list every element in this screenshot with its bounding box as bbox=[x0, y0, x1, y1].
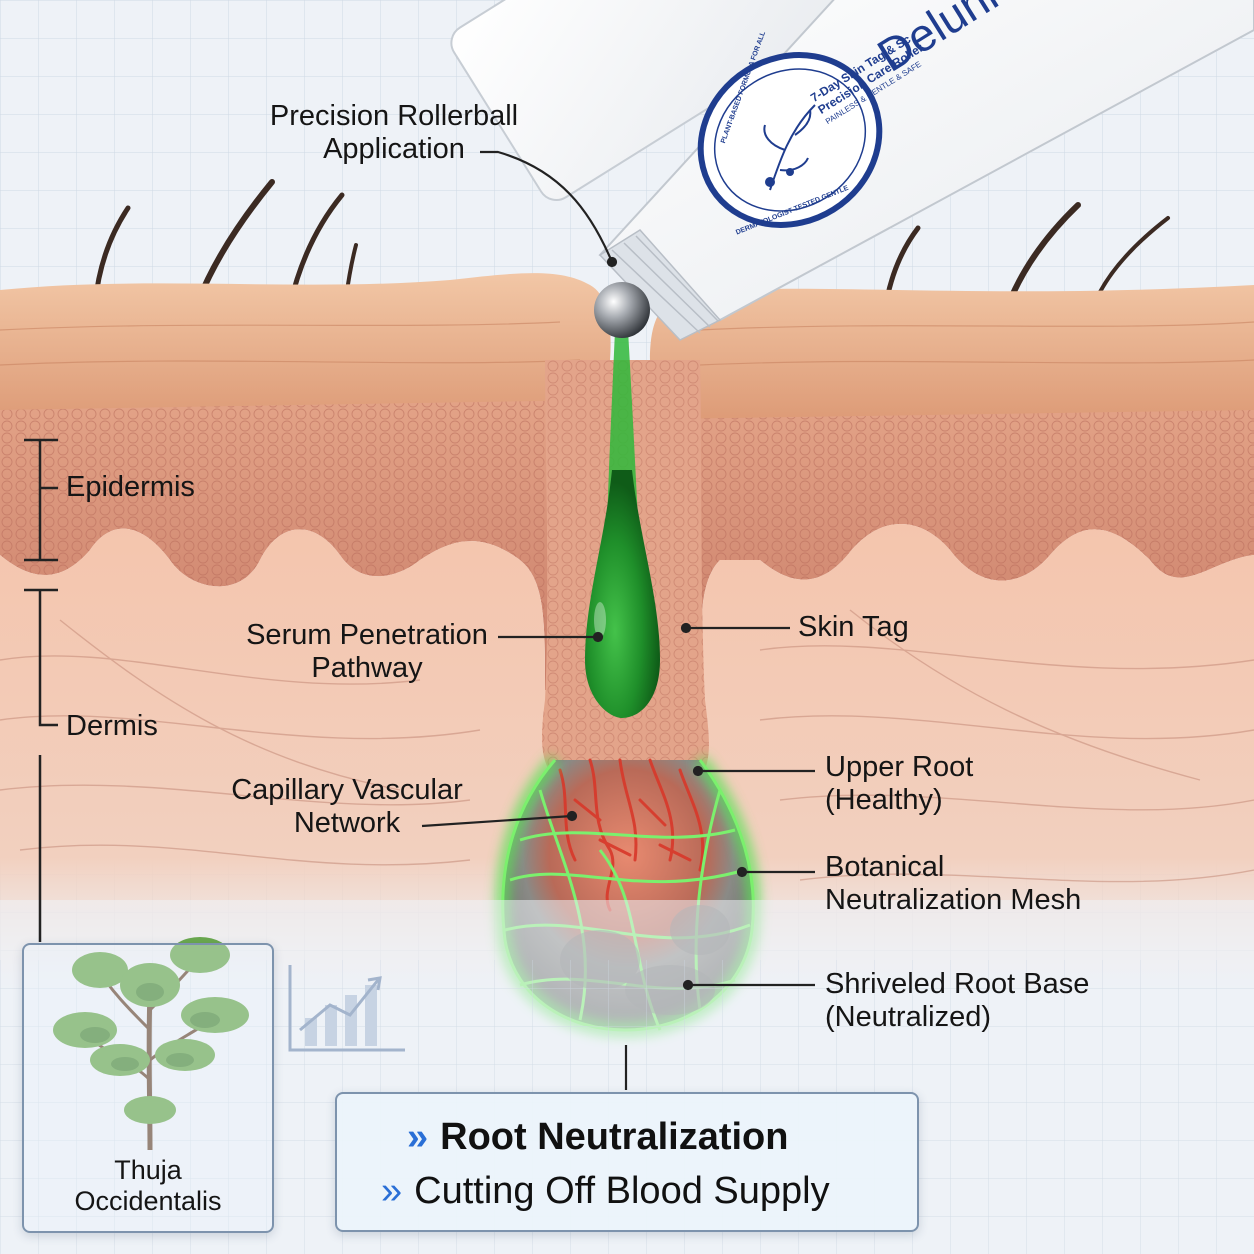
capillary-vessels bbox=[558, 758, 705, 912]
mechanism-banner: » Root Neutralization » Cutting Off Blood … bbox=[335, 1092, 919, 1232]
banner-bullet-2: » bbox=[381, 1170, 403, 1212]
label-rollerball-line1: Precision Rollerball bbox=[269, 100, 519, 132]
label-rollerball-line2: Application bbox=[323, 133, 465, 165]
growth-chart-icon bbox=[288, 965, 405, 1052]
stratum-corneum bbox=[0, 273, 1254, 420]
label-capillary: Capillary Vascular Network bbox=[222, 774, 472, 840]
banner-bullet-1: » bbox=[407, 1116, 429, 1158]
plant-name-line2: Occidentalis bbox=[74, 1186, 222, 1216]
label-serum-line2: Pathway bbox=[311, 652, 423, 684]
label-capillary-line2: Network bbox=[293, 807, 401, 839]
label-mesh-line2: Neutralization Mesh bbox=[825, 884, 1082, 916]
label-mesh-line1: Botanical bbox=[825, 851, 945, 883]
label-serum-line1: Serum Penetration bbox=[246, 619, 488, 651]
label-upper-root-line2: (Healthy) bbox=[825, 784, 943, 816]
label-mesh: Botanical Neutralization Mesh bbox=[825, 851, 1081, 917]
plant-name-line1: Thuja bbox=[114, 1155, 182, 1185]
layer-brackets bbox=[24, 438, 58, 942]
rollerball-ball bbox=[594, 282, 650, 338]
label-capillary-line1: Capillary Vascular bbox=[231, 774, 463, 806]
plant-name: Thuja Occidentalis bbox=[24, 1155, 272, 1217]
leader-lines bbox=[421, 150, 815, 1090]
label-skin-tag-text: Skin Tag bbox=[798, 611, 909, 643]
label-epidermis-text: Epidermis bbox=[66, 471, 195, 503]
label-root-base-line2: (Neutralized) bbox=[825, 1001, 991, 1033]
label-upper-root: Upper Root (Healthy) bbox=[825, 751, 973, 817]
plant-card: Thuja Occidentalis bbox=[22, 943, 274, 1233]
label-epidermis: Epidermis bbox=[66, 471, 195, 504]
banner-line-1-text: Root Neutralization bbox=[440, 1116, 789, 1158]
collagen-fibers bbox=[0, 609, 1254, 883]
label-rollerball: Precision Rollerball Application bbox=[258, 100, 530, 166]
botanical-sprig-logo bbox=[763, 104, 816, 191]
thuja-plant-icon bbox=[53, 937, 249, 1151]
label-root-base: Shriveled Root Base (Neutralized) bbox=[825, 968, 1089, 1034]
label-dermis-text: Dermis bbox=[66, 710, 158, 742]
banner-line-1: » Root Neutralization bbox=[407, 1116, 788, 1158]
label-serum-pathway: Serum Penetration Pathway bbox=[238, 619, 496, 685]
banner-line-2: » Cutting Off Blood Supply bbox=[381, 1170, 830, 1212]
label-skin-tag: Skin Tag bbox=[798, 611, 909, 644]
serum-drop bbox=[585, 470, 660, 718]
label-root-base-line1: Shriveled Root Base bbox=[825, 968, 1090, 1000]
label-upper-root-line1: Upper Root bbox=[825, 751, 974, 783]
label-dermis: Dermis bbox=[66, 710, 158, 743]
banner-line-2-text: Cutting Off Blood Supply bbox=[414, 1170, 830, 1212]
